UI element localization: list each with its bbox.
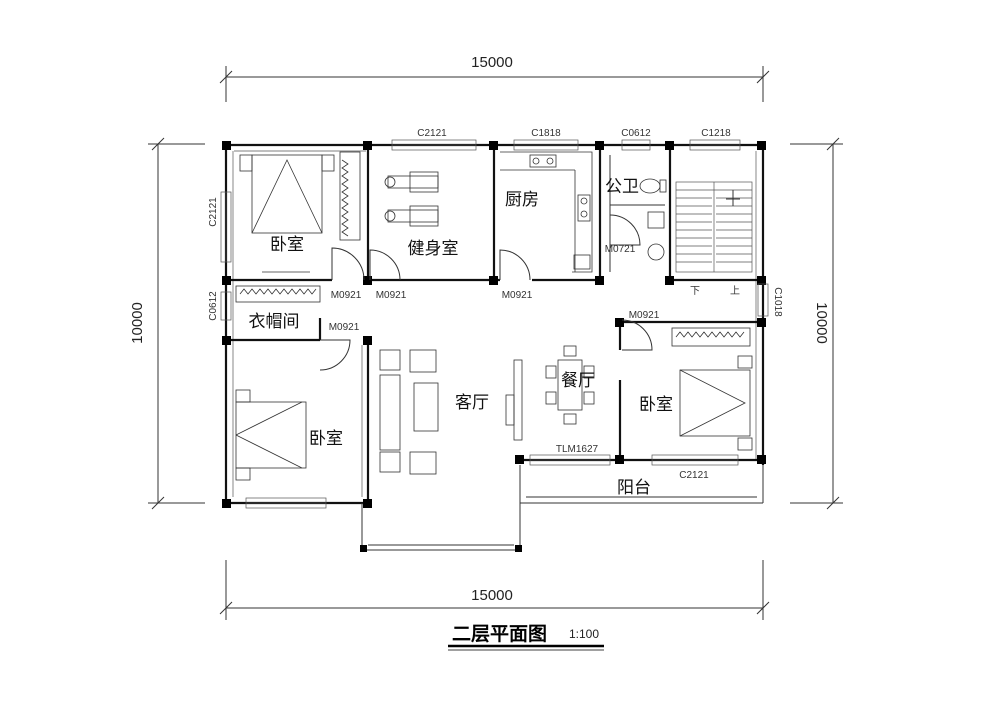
stair-label-up: 上 xyxy=(730,285,740,297)
tag-window-c2121-bottom: C2121 xyxy=(679,470,709,481)
furniture xyxy=(235,151,753,481)
room-label-dining: 餐厅 xyxy=(561,371,595,391)
windows xyxy=(220,139,769,509)
dimension-left: 10000 xyxy=(129,302,146,344)
room-label-gym: 健身室 xyxy=(408,239,459,259)
tag-door-tlm1627: TLM1627 xyxy=(556,444,599,455)
tag-door-m0921-d: M0921 xyxy=(329,322,360,333)
tag-window-c0612-top: C0612 xyxy=(621,128,651,139)
tag-window-c2121-top: C2121 xyxy=(417,128,447,139)
tag-window-c2121-left: C2121 xyxy=(208,197,219,227)
tag-door-m0921-c: M0921 xyxy=(502,290,533,301)
walls xyxy=(224,143,765,551)
door-swings xyxy=(319,214,653,371)
room-label-balcony: 阳台 xyxy=(617,478,651,498)
tag-door-m0721: M0721 xyxy=(605,244,636,255)
dimension-bottom: 15000 xyxy=(471,587,513,604)
tag-window-c1818: C1818 xyxy=(531,128,561,139)
room-label-bedroom-sw: 卧室 xyxy=(309,429,343,449)
tag-door-m0921-b: M0921 xyxy=(376,290,407,301)
room-label-bedroom-nw: 卧室 xyxy=(270,235,304,255)
dimension-top: 15000 xyxy=(471,54,513,71)
structural-columns xyxy=(222,141,766,552)
dimension-right: 10000 xyxy=(813,302,830,344)
stair-label-down: 下 xyxy=(690,286,700,297)
drawing-scale: 1:100 xyxy=(569,627,599,641)
tag-door-m0921-e: M0921 xyxy=(629,310,660,321)
tag-window-c0612-left: C0612 xyxy=(208,291,219,321)
tag-window-c1218: C1218 xyxy=(701,128,731,139)
dimension-lines xyxy=(148,66,843,620)
room-label-bedroom-e: 卧室 xyxy=(639,395,673,415)
drawing-title: 二层平面图 xyxy=(452,623,547,645)
tag-door-m0921-a: M0921 xyxy=(331,290,362,301)
room-label-kitchen: 厨房 xyxy=(505,190,539,210)
room-label-public-wc: 公卫 xyxy=(605,177,639,197)
room-label-cloakroom: 衣帽间 xyxy=(249,312,300,332)
tag-window-c1018: C1018 xyxy=(772,287,783,317)
room-label-living: 客厅 xyxy=(455,393,489,413)
